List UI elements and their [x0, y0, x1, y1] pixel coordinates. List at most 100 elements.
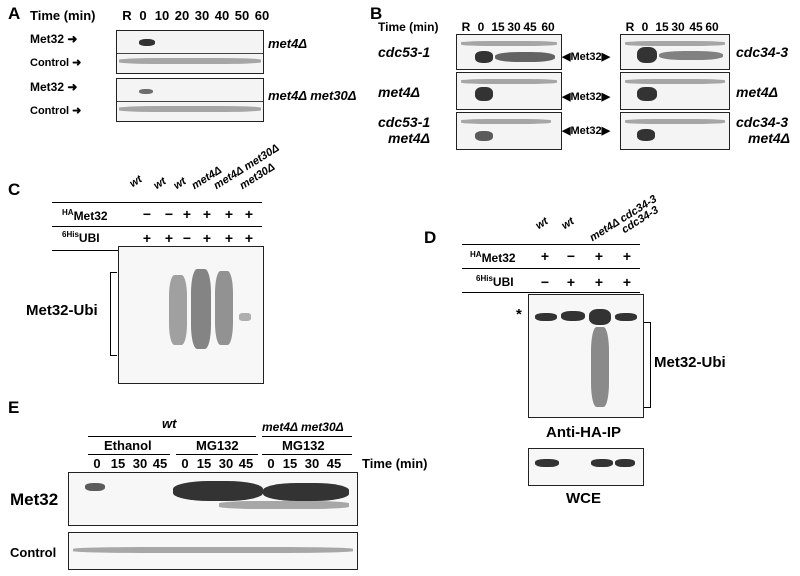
panel-c-rule	[52, 202, 262, 203]
lane-label: 45	[152, 456, 168, 471]
panel-a-met32-label-2: Met32 ➜	[30, 80, 78, 94]
panel-e-rule	[262, 436, 352, 437]
lane-label: 15	[282, 456, 298, 471]
sign: +	[202, 206, 212, 222]
met32-band	[85, 483, 105, 491]
lane-label: 60	[254, 8, 270, 23]
panel-c-row1-label: HAMet32	[62, 208, 108, 223]
lane-label: 0	[267, 456, 275, 471]
band-row	[461, 119, 551, 124]
panel-c-blot	[118, 246, 264, 384]
panel-b-right-blot-2	[620, 72, 730, 110]
band-row	[625, 119, 725, 124]
sign: −	[182, 230, 192, 246]
strain-label: wt	[533, 215, 551, 232]
ubi-smear	[591, 327, 609, 407]
met32-band	[475, 131, 493, 141]
wce-band	[615, 459, 635, 467]
panel-b-right-strain-3b: met4Δ	[748, 130, 791, 146]
lane-label: 45	[523, 20, 537, 34]
panel-d-smear-label: Met32-Ubi	[654, 354, 726, 371]
wce-band	[535, 459, 559, 467]
sign: +	[622, 248, 632, 264]
panel-e-group-1: wt	[162, 416, 177, 431]
blot-divider	[117, 53, 263, 54]
band-row	[461, 41, 557, 46]
panel-e-rule	[88, 436, 256, 437]
met32-band-lower	[219, 501, 349, 509]
panel-b-right-blot-3	[620, 112, 730, 150]
panel-d-label: D	[424, 228, 437, 247]
panel-b-right-strain-1: cdc34-3	[736, 44, 789, 60]
lane-label: 0	[181, 456, 189, 471]
panel-d-bracket	[644, 322, 651, 408]
panel-e-sub-2: MG132	[196, 438, 239, 453]
background-band	[615, 313, 637, 321]
panel-d-rule	[462, 268, 640, 269]
band-row	[461, 79, 557, 84]
sign: −	[540, 274, 550, 290]
strain-label: wt	[171, 175, 189, 192]
panel-e-rule	[176, 454, 258, 455]
ubi-smear	[169, 275, 187, 345]
lane-label: 30	[132, 456, 148, 471]
strain-label: wt	[127, 173, 145, 190]
lane-label: 0	[93, 456, 101, 471]
panel-d-wce-blot	[528, 448, 644, 486]
lane-label: 0	[477, 20, 485, 34]
panel-e-sub-3: MG132	[282, 438, 325, 453]
panel-e-control-blot	[68, 532, 358, 570]
panel-b-left-strain-1: cdc53-1	[378, 44, 431, 60]
lane-label: 45	[326, 456, 342, 471]
met32-band	[637, 47, 657, 63]
ubi-smear	[191, 269, 211, 349]
panel-a-control-label: Control ➜	[30, 57, 82, 69]
sign: +	[566, 274, 576, 290]
panel-c-rule	[52, 226, 262, 227]
sign: +	[244, 230, 254, 246]
panel-d-ip-label: Anti-HA-IP	[546, 424, 621, 441]
panel-b-left-strain-3b: met4Δ	[388, 130, 431, 146]
panel-b-left-blot-3	[456, 112, 562, 150]
lane-label: 15	[110, 456, 126, 471]
lane-label: 15	[196, 456, 212, 471]
panel-a-met32-label: Met32 ➜	[30, 32, 78, 46]
panel-b-left-strain-2: met4Δ	[378, 84, 421, 100]
ubi-smear	[239, 313, 251, 321]
panel-d-rule	[462, 244, 640, 245]
panel-b-left-blot-1	[456, 34, 562, 70]
panel-e-label: E	[8, 398, 20, 417]
strain-label: wt	[559, 215, 577, 232]
panel-d-row2-label: 6HisUBI	[476, 274, 514, 289]
met32-band	[139, 89, 153, 94]
met32-band	[637, 87, 657, 101]
panel-b-left-strain-3a: cdc53-1	[378, 114, 431, 130]
lane-label: 15	[655, 20, 669, 34]
control-band-row	[73, 547, 353, 553]
panel-b-marker-3: ◀Met32▶	[562, 125, 611, 137]
panel-c-smear-label: Met32-Ubi	[26, 302, 98, 319]
panel-c-row2-label: 6HisUBI	[62, 230, 100, 245]
background-band	[535, 313, 557, 321]
sign: +	[594, 274, 604, 290]
panel-e-time-label: Time (min)	[362, 456, 428, 471]
panel-c-bracket	[110, 272, 117, 356]
met32-band	[139, 39, 155, 46]
panel-b-time-label: Time (min)	[378, 20, 439, 34]
sign: +	[594, 248, 604, 264]
met32-band	[173, 481, 263, 501]
sign: +	[622, 274, 632, 290]
panel-e-rule	[88, 454, 170, 455]
panel-b-right-strain-3a: cdc34-3	[736, 114, 789, 130]
panel-e-sub-1: Ethanol	[104, 438, 152, 453]
panel-e-control-label: Control	[10, 545, 57, 560]
band-row	[625, 79, 725, 84]
strain-label: wt	[151, 175, 169, 192]
panel-d-wce-label: WCE	[566, 490, 601, 507]
sign: +	[164, 230, 174, 246]
sign: +	[244, 206, 254, 222]
sign: +	[182, 206, 192, 222]
lane-label: 40	[214, 8, 230, 23]
panel-a-blot-2	[116, 78, 264, 122]
band-row	[625, 41, 725, 46]
